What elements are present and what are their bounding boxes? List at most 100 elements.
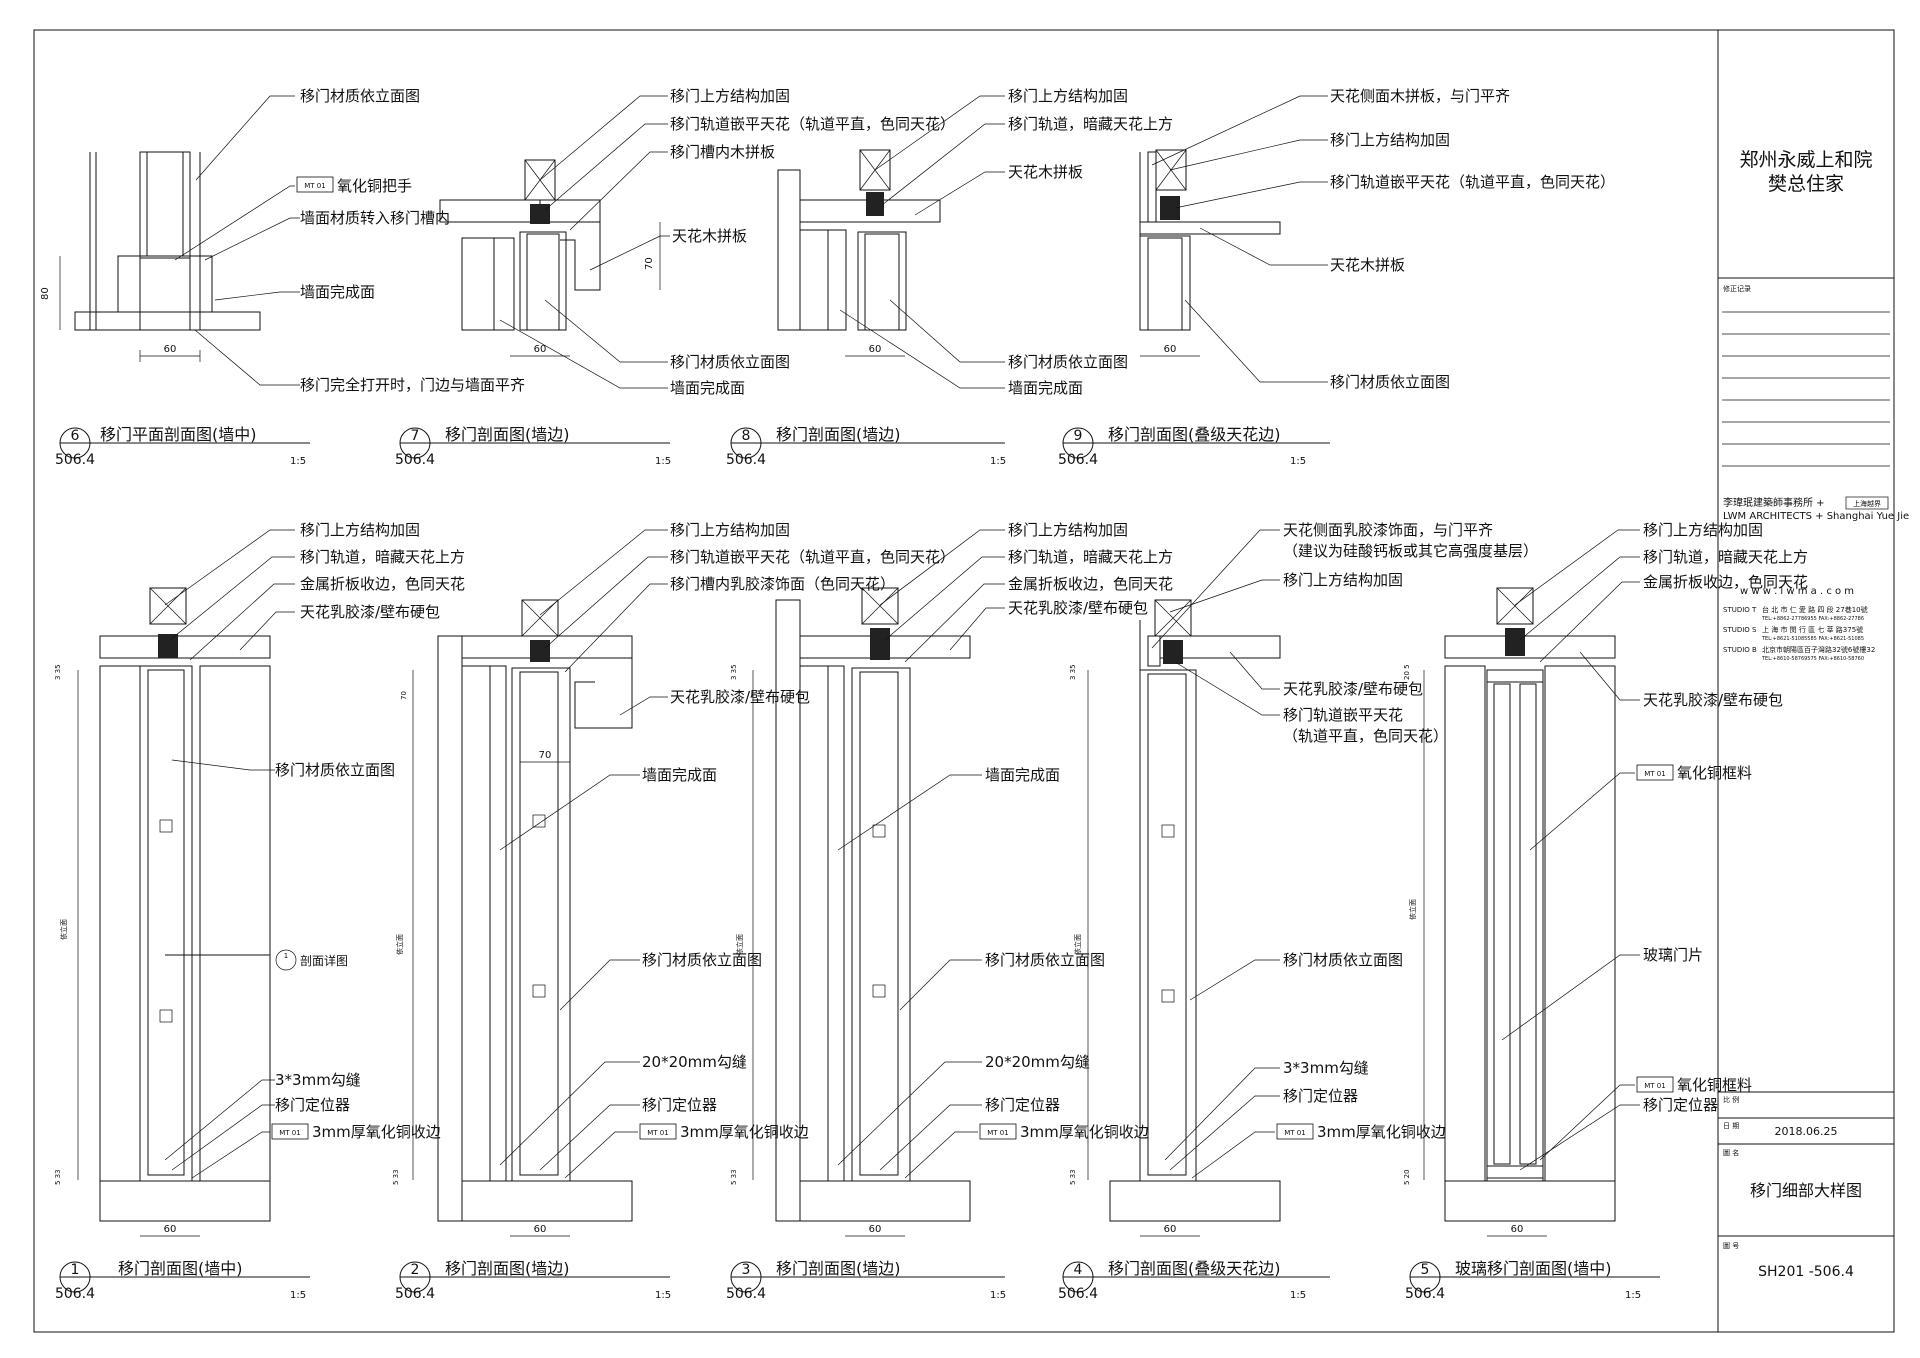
svg-text:506.4: 506.4 bbox=[395, 452, 435, 468]
svg-text:移门材质依立面图: 移门材质依立面图 bbox=[985, 951, 1105, 969]
svg-text:1:5: 1:5 bbox=[655, 456, 671, 467]
svg-text:MT 01: MT 01 bbox=[987, 1129, 1008, 1137]
svg-text:天花乳胶漆/壁布硬包: 天花乳胶漆/壁布硬包 bbox=[1008, 599, 1148, 617]
svg-text:STUDIO T: STUDIO T bbox=[1723, 606, 1757, 614]
svg-text:天花乳胶漆/壁布硬包: 天花乳胶漆/壁布硬包 bbox=[1643, 691, 1783, 709]
svg-text:9: 9 bbox=[1074, 428, 1083, 444]
svg-text:天花乳胶漆/壁布硬包: 天花乳胶漆/壁布硬包 bbox=[1283, 680, 1423, 698]
svg-text:（轨道平直，色同天花）: （轨道平直，色同天花） bbox=[1283, 727, 1448, 745]
svg-text:1: 1 bbox=[71, 1262, 80, 1278]
svg-text:墙面材质转入移门槽内: 墙面材质转入移门槽内 bbox=[300, 209, 450, 227]
svg-text:上 海 市 閔 行 區 七 莘 路375號: 上 海 市 閔 行 區 七 莘 路375號 bbox=[1762, 625, 1863, 634]
svg-text:MT 01: MT 01 bbox=[304, 182, 325, 190]
svg-text:天花乳胶漆/壁布硬包: 天花乳胶漆/壁布硬包 bbox=[300, 603, 440, 621]
svg-text:3mm厚氧化铜收边: 3mm厚氧化铜收边 bbox=[1317, 1123, 1446, 1141]
svg-text:移门上方结构加固: 移门上方结构加固 bbox=[1008, 521, 1128, 539]
svg-text:60: 60 bbox=[1164, 1224, 1177, 1235]
svg-text:MT 01: MT 01 bbox=[279, 1129, 300, 1137]
svg-text:5 33: 5 33 bbox=[730, 1169, 738, 1185]
svg-text:1:5: 1:5 bbox=[655, 1290, 671, 1301]
svg-text:玻璃移门剖面图(墙中): 玻璃移门剖面图(墙中) bbox=[1455, 1259, 1612, 1278]
svg-text:移门上方结构加固: 移门上方结构加固 bbox=[1008, 87, 1128, 105]
svg-text:依立面: 依立面 bbox=[1408, 899, 1417, 920]
svg-text:60: 60 bbox=[164, 1224, 177, 1235]
svg-text:移门上方结构加固: 移门上方结构加固 bbox=[670, 521, 790, 539]
detail-9: 60 天花侧面木拼板，与门平齐 移门上方结构加固 移门轨道嵌平天花（轨道平直，色… bbox=[1058, 87, 1615, 468]
svg-text:台 北 市 仁 愛 路 四 段 27巷10號: 台 北 市 仁 愛 路 四 段 27巷10號 bbox=[1762, 605, 1868, 614]
svg-text:1:5: 1:5 bbox=[1290, 456, 1306, 467]
svg-text:1:5: 1:5 bbox=[290, 456, 306, 467]
svg-text:STUDIO B: STUDIO B bbox=[1723, 646, 1757, 654]
svg-text:3*3mm勾缝: 3*3mm勾缝 bbox=[1283, 1059, 1369, 1077]
date: 2018.06.25 bbox=[1775, 1125, 1838, 1138]
svg-text:70: 70 bbox=[400, 691, 408, 700]
drawing-number: SH201 -506.4 bbox=[1758, 1264, 1854, 1280]
svg-text:移门剖面图(叠级天花边): 移门剖面图(叠级天花边) bbox=[1108, 425, 1281, 444]
svg-text:移门完全打开时，门边与墙面平齐: 移门完全打开时，门边与墙面平齐 bbox=[300, 376, 525, 394]
svg-text:70: 70 bbox=[644, 257, 655, 270]
svg-text:移门上方结构加固: 移门上方结构加固 bbox=[300, 521, 420, 539]
firm-cn: 李瑋珉建築師事務所 + bbox=[1723, 496, 1825, 509]
svg-text:墙面完成面: 墙面完成面 bbox=[300, 283, 375, 301]
svg-text:依立面: 依立面 bbox=[59, 919, 68, 940]
svg-text:1:5: 1:5 bbox=[990, 1290, 1006, 1301]
svg-text:STUDIO S: STUDIO S bbox=[1723, 626, 1757, 634]
svg-text:3 35: 3 35 bbox=[54, 664, 62, 680]
svg-text:移门剖面图(墙边): 移门剖面图(墙边) bbox=[776, 1259, 901, 1278]
svg-text:8: 8 bbox=[742, 428, 751, 444]
detail-5: 20 5 5 20 依立面 60 移门上方结构加固 移门轨道，暗藏天花上方 金属… bbox=[1403, 521, 1808, 1302]
svg-text:移门平面剖面图(墙中): 移门平面剖面图(墙中) bbox=[100, 425, 257, 444]
svg-text:移门槽内乳胶漆饰面（色同天花）: 移门槽内乳胶漆饰面（色同天花） bbox=[670, 575, 895, 593]
svg-text:移门上方结构加固: 移门上方结构加固 bbox=[670, 87, 790, 105]
svg-text:3mm厚氧化铜收边: 3mm厚氧化铜收边 bbox=[312, 1123, 441, 1141]
svg-text:（建议为硅酸钙板或其它高强度基层）: （建议为硅酸钙板或其它高强度基层） bbox=[1283, 542, 1538, 560]
svg-text:天花侧面木拼板，与门平齐: 天花侧面木拼板，与门平齐 bbox=[1330, 87, 1510, 105]
svg-text:20 5: 20 5 bbox=[1403, 664, 1411, 680]
svg-text:3*3mm勾缝: 3*3mm勾缝 bbox=[275, 1071, 361, 1089]
svg-text:移门轨道嵌平天花: 移门轨道嵌平天花 bbox=[1283, 706, 1403, 724]
svg-text:移门定位器: 移门定位器 bbox=[1643, 1096, 1718, 1114]
svg-text:TEL:+8862-27786955 FAX:+8862-: TEL:+8862-27786955 FAX:+8862-27786 bbox=[1761, 616, 1864, 622]
svg-text:移门材质依立面图: 移门材质依立面图 bbox=[670, 353, 790, 371]
svg-text:60: 60 bbox=[164, 344, 177, 355]
svg-text:70: 70 bbox=[539, 750, 552, 761]
svg-text:60: 60 bbox=[1511, 1224, 1524, 1235]
svg-text:3 35: 3 35 bbox=[730, 664, 738, 680]
svg-text:移门材质依立面图: 移门材质依立面图 bbox=[300, 87, 420, 105]
svg-text:4: 4 bbox=[1074, 1262, 1083, 1278]
svg-text:1:5: 1:5 bbox=[1290, 1290, 1306, 1301]
svg-text:5: 5 bbox=[1421, 1262, 1430, 1278]
svg-text:移门轨道，暗藏天花上方: 移门轨道，暗藏天花上方 bbox=[1008, 115, 1173, 133]
svg-text:移门材质依立面图: 移门材质依立面图 bbox=[1330, 373, 1450, 391]
svg-text:氧化铜框料: 氧化铜框料 bbox=[1677, 1076, 1752, 1094]
svg-text:金属折板收边，色同天花: 金属折板收边，色同天花 bbox=[300, 575, 465, 593]
svg-text:506.4: 506.4 bbox=[55, 452, 95, 468]
svg-text:移门材质依立面图: 移门材质依立面图 bbox=[1008, 353, 1128, 371]
svg-text:3 35: 3 35 bbox=[1069, 664, 1077, 680]
svg-text:依立面: 依立面 bbox=[395, 934, 404, 955]
svg-text:天花木拼板: 天花木拼板 bbox=[1008, 163, 1083, 181]
svg-text:3mm厚氧化铜收边: 3mm厚氧化铜收边 bbox=[1020, 1123, 1149, 1141]
firm-en: LWM ARCHITECTS + Shanghai Yue Jie bbox=[1723, 511, 1909, 522]
svg-text:1:5: 1:5 bbox=[990, 456, 1006, 467]
svg-text:移门轨道，暗藏天花上方: 移门轨道，暗藏天花上方 bbox=[300, 548, 465, 566]
svg-text:506.4: 506.4 bbox=[1405, 1286, 1445, 1302]
svg-text:移门材质依立面图: 移门材质依立面图 bbox=[275, 761, 395, 779]
svg-text:TEL:+8610-58769575 FAX:+8610-: TEL:+8610-58769575 FAX:+8610-58760 bbox=[1761, 656, 1864, 662]
svg-text:506.4: 506.4 bbox=[726, 452, 766, 468]
name-label: 圖 名 bbox=[1723, 1148, 1739, 1157]
svg-text:依立面: 依立面 bbox=[1073, 934, 1082, 955]
svg-text:移门定位器: 移门定位器 bbox=[642, 1096, 717, 1114]
svg-text:墙面完成面: 墙面完成面 bbox=[642, 766, 717, 784]
svg-text:天花侧面乳胶漆饰面，与门平齐: 天花侧面乳胶漆饰面，与门平齐 bbox=[1283, 521, 1493, 539]
firm-tag: 上海越界 bbox=[1853, 499, 1881, 508]
svg-text:墙面完成面: 墙面完成面 bbox=[1008, 379, 1083, 397]
svg-text:移门上方结构加固: 移门上方结构加固 bbox=[1643, 521, 1763, 539]
svg-text:移门定位器: 移门定位器 bbox=[1283, 1087, 1358, 1105]
svg-text:MT 01: MT 01 bbox=[647, 1129, 668, 1137]
svg-text:移门材质依立面图: 移门材质依立面图 bbox=[642, 951, 762, 969]
svg-text:6: 6 bbox=[71, 428, 80, 444]
svg-text:移门剖面图(叠级天花边): 移门剖面图(叠级天花边) bbox=[1108, 1259, 1281, 1278]
detail-1: 3 35 5 33 依立面 60 移门上方结构加固 移门轨道，暗藏天花上方 金属… bbox=[54, 521, 465, 1302]
